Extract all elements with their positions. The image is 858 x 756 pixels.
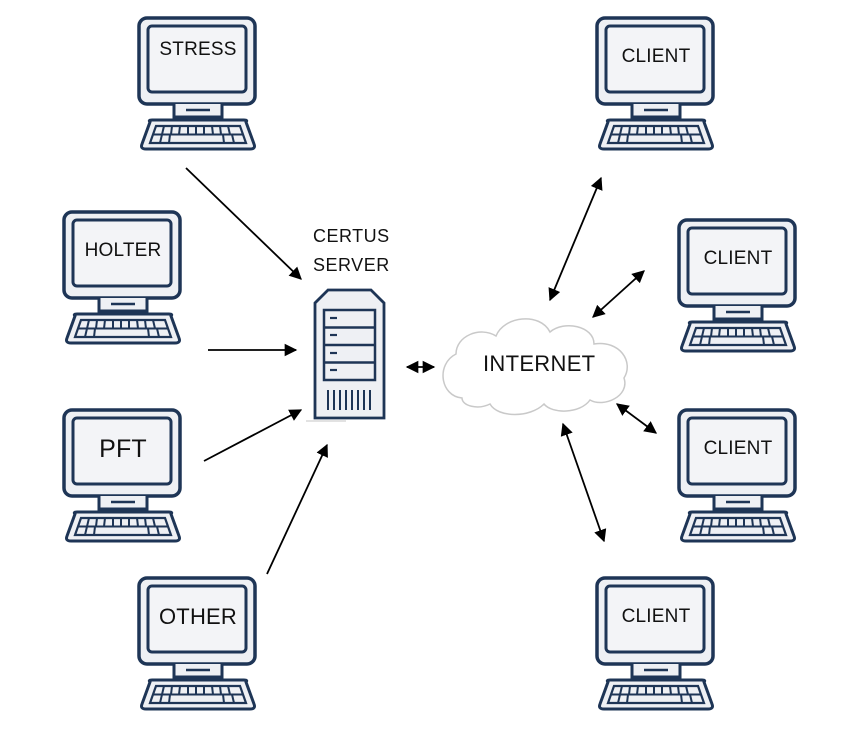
computer-other: OTHER <box>136 576 260 712</box>
computer-label: CLIENT <box>621 46 691 67</box>
server-label: CERTUS SERVER <box>313 222 390 280</box>
computer-pft: PFT <box>61 408 185 544</box>
computer-stress: STRESS <box>136 16 260 152</box>
arrow-pft-to-server <box>203 409 303 462</box>
arrow-internet-client-3 <box>615 403 658 434</box>
computer-label: STRESS <box>159 39 237 60</box>
computer-label: OTHER <box>159 604 237 629</box>
arrow-other-to-server <box>266 443 328 575</box>
server-label-line1: CERTUS <box>313 226 390 246</box>
computer-label: CLIENT <box>621 606 691 627</box>
arrow-internet-client-4 <box>560 422 607 543</box>
computer-holter: HOLTER <box>61 210 185 346</box>
computer-client-2: CLIENT <box>676 218 800 354</box>
arrow-stress-to-server <box>185 167 302 280</box>
computer-label: CLIENT <box>703 248 773 269</box>
computer-client-1: CLIENT <box>594 16 718 152</box>
arrow-internet-client-2 <box>592 270 645 318</box>
server-icon <box>306 288 386 422</box>
internet-label: INTERNET <box>483 351 596 376</box>
arrow-internet-client-1 <box>548 176 603 302</box>
computer-client-3: CLIENT <box>676 408 800 544</box>
computer-label: PFT <box>99 434 147 463</box>
internet-cloud-icon <box>442 318 628 416</box>
computer-client-4: CLIENT <box>594 576 718 712</box>
computer-label: CLIENT <box>703 438 773 459</box>
computer-label: HOLTER <box>84 240 162 261</box>
server-label-line2: SERVER <box>313 255 390 275</box>
